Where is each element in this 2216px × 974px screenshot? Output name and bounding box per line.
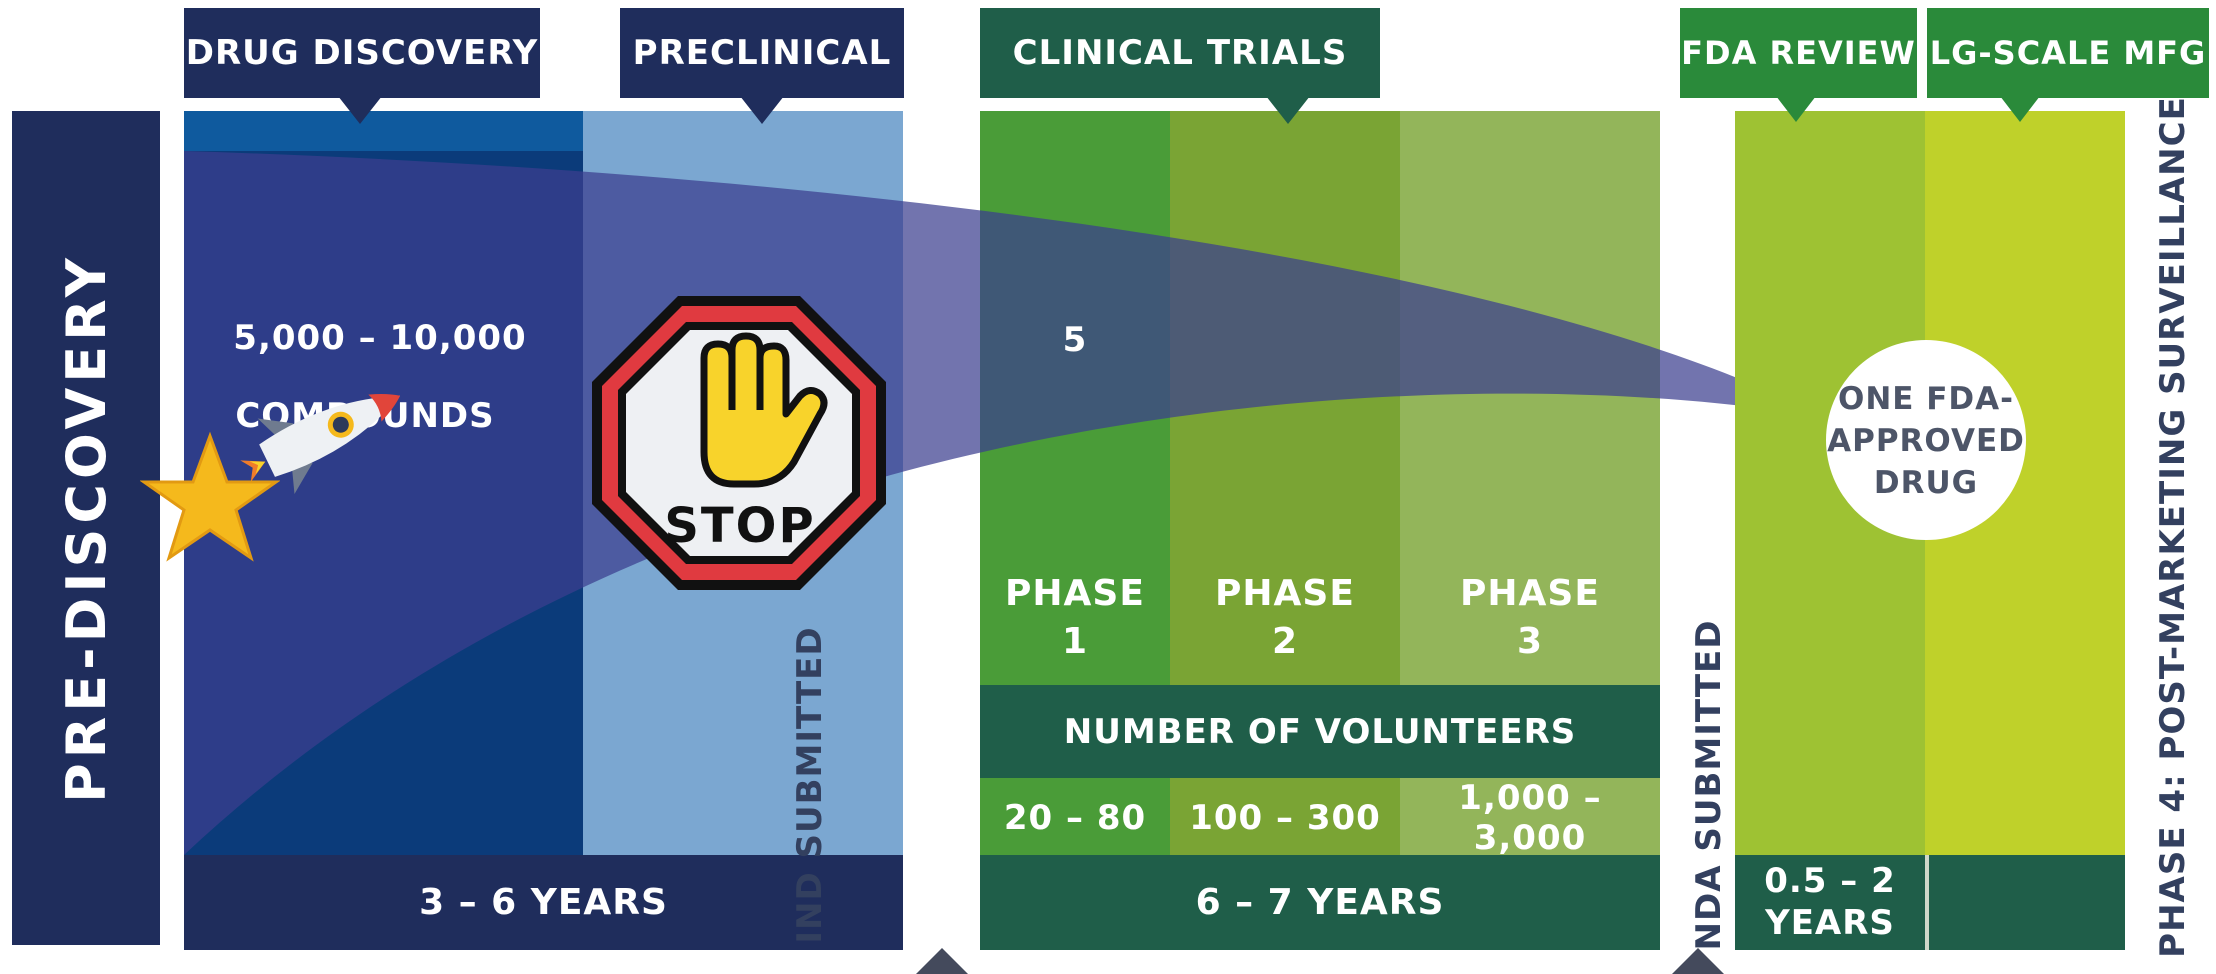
discovery-compound-count: 5,000 – 10,000	[233, 318, 527, 358]
lg-scale-mfg-pointer	[2000, 96, 2040, 122]
volunteers-title: NUMBER OF VOLUNTEERS	[980, 685, 1660, 778]
phase-3-label: PHASE 3	[1400, 570, 1660, 666]
phase-4-label: PHASE 4: POST-MARKETING SURVEILLANCE	[2153, 96, 2193, 958]
phase-3-volunteers: 1,000 – 3,000	[1458, 778, 1602, 858]
lg-scale-mfg-header: LG-SCALE MFG	[1927, 8, 2209, 98]
fda-review-pointer	[1776, 96, 1816, 122]
rocket-icon	[240, 394, 401, 495]
drug-discovery-band	[184, 111, 583, 151]
stop-hand-icon	[700, 332, 828, 488]
phase-1-number: 1	[1061, 621, 1089, 662]
ind-submitted-marker	[916, 948, 968, 974]
funnel-shape	[184, 151, 1826, 855]
drug-discovery-header: DRUG DISCOVERY	[184, 8, 540, 98]
nda-submitted-marker	[1672, 948, 1724, 974]
preclinical-header: PRECLINICAL	[620, 8, 904, 98]
stop-sign-icon	[592, 296, 886, 590]
clinical-duration-bar: 6 – 7 YEARS	[980, 855, 1660, 950]
star-icon	[140, 431, 280, 562]
approved-drug-label: ONE FDA- APPROVED DRUG	[1826, 378, 2026, 504]
phase-2-volunteers: 100 – 300	[1189, 798, 1381, 838]
stop-sign-label: STOP	[664, 498, 816, 554]
mfg-duration-bar	[1929, 855, 2125, 950]
phase-3-word: PHASE	[1460, 573, 1600, 614]
approved-line-1: ONE FDA-	[1837, 381, 2015, 417]
phase-1-word: PHASE	[1005, 573, 1145, 614]
clinical-compound-count: 5	[1062, 320, 1088, 360]
fda-duration-bar	[1735, 855, 1925, 950]
clinical-trials-header: CLINICAL TRIALS	[980, 8, 1380, 98]
approved-line-3: DRUG	[1873, 465, 1979, 501]
phase-2-number: 2	[1271, 621, 1299, 662]
clinical-trials-pointer	[1266, 96, 1310, 124]
phase-2-label: PHASE 2	[1170, 570, 1400, 666]
nda-submitted-label: NDA SUBMITTED	[1689, 619, 1729, 951]
phase-3-number: 3	[1516, 621, 1544, 662]
fda-duration-label: 0.5 – 2 YEARS	[1735, 860, 1925, 944]
preclinical-pointer	[740, 96, 784, 124]
fda-duration-divider	[1925, 855, 1929, 950]
drug-discovery-pointer	[338, 96, 382, 124]
phase-1-volunteers: 20 – 80	[1003, 798, 1147, 838]
approved-drug-circle	[1826, 340, 2026, 540]
discovery-duration-bar: 3 – 6 YEARS	[184, 855, 903, 950]
fda-duration-line-1: 0.5 – 2	[1764, 861, 1896, 901]
phase-1-label: PHASE 1	[980, 570, 1170, 666]
approved-line-2: APPROVED	[1827, 423, 2025, 459]
phase-2-word: PHASE	[1215, 573, 1355, 614]
fda-review-header: FDA REVIEW	[1680, 8, 1917, 98]
fda-duration-line-2: YEARS	[1765, 903, 1895, 943]
pre-discovery-bar	[12, 111, 160, 945]
